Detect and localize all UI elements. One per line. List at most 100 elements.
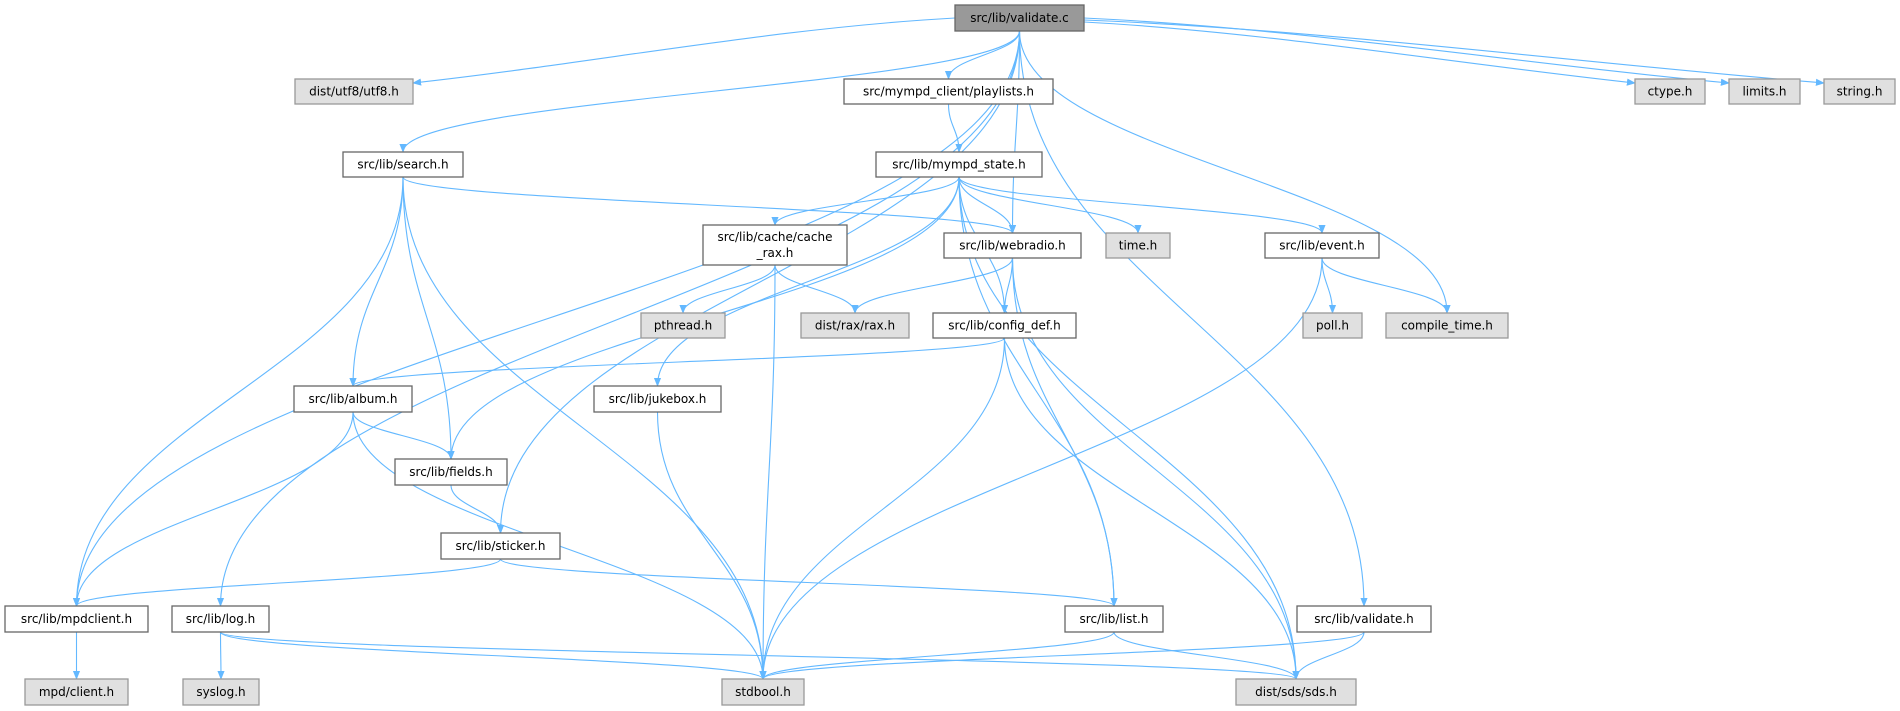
node-box xyxy=(1235,678,1357,706)
edge-search-to-fields xyxy=(402,176,455,460)
nodes-layer: src/lib/validate.c dist/utf8/utf8.h src/my… xyxy=(4,4,1896,706)
edge-validate-c-to-search xyxy=(399,30,1021,153)
edge-validate-c-to-limits xyxy=(1083,17,1730,86)
node-box xyxy=(342,151,464,178)
edge-log-to-stdbool xyxy=(219,631,767,680)
edge-mympd-state-to-event xyxy=(958,176,1326,234)
node-label: src/lib/event.h xyxy=(1279,239,1365,253)
edge-mympd-state-to-cache-rax xyxy=(771,176,960,226)
node-label: src/lib/fields.h xyxy=(409,465,492,479)
node-mpd-client: mpd/client.h xyxy=(24,678,129,706)
edge-validate-c-to-mpdclient xyxy=(72,30,1021,607)
edge-search-to-webradio xyxy=(402,176,1016,234)
edge-search-to-mpdclient xyxy=(72,176,404,607)
node-box xyxy=(1296,605,1432,633)
node-sticker[interactable]: src/lib/sticker.h xyxy=(440,532,561,560)
node-box xyxy=(293,385,413,413)
node-box xyxy=(1064,605,1164,633)
node-box xyxy=(954,4,1085,32)
node-box xyxy=(640,312,726,339)
node-validate-h[interactable]: src/lib/validate.h xyxy=(1296,605,1432,633)
edge-validate-c-to-playlists xyxy=(944,30,1021,80)
node-box xyxy=(182,678,260,706)
node-sds: dist/sds/sds.h xyxy=(1235,678,1357,706)
node-label: mpd/client.h xyxy=(39,685,114,699)
node-config-def[interactable]: src/lib/config_def.h xyxy=(932,312,1077,339)
node-box xyxy=(171,605,270,633)
node-log[interactable]: src/lib/log.h xyxy=(171,605,270,633)
node-label: src/lib/mpdclient.h xyxy=(21,612,132,626)
node-utf8: dist/utf8/utf8.h xyxy=(294,78,414,105)
edge-webradio-to-rax xyxy=(851,257,1014,314)
edge-validate-c-to-webradio xyxy=(1008,30,1021,234)
node-label: src/lib/search.h xyxy=(357,158,448,172)
edge-mympd-state-to-jukebox xyxy=(653,176,960,387)
edge-webradio-to-list xyxy=(1011,257,1118,607)
edge-mympd-state-to-sds xyxy=(958,176,1300,680)
node-box xyxy=(932,312,1077,339)
node-list[interactable]: src/lib/list.h xyxy=(1064,605,1164,633)
node-box xyxy=(294,78,414,105)
node-event[interactable]: src/lib/event.h xyxy=(1264,232,1380,259)
edge-event-to-stdbool xyxy=(759,257,1323,680)
node-label: src/lib/validate.c xyxy=(970,11,1068,25)
node-box xyxy=(1264,232,1380,259)
node-mympd-state[interactable]: src/lib/mympd_state.h xyxy=(875,151,1043,178)
node-label: time.h xyxy=(1119,239,1158,253)
edge-cache-rax-to-stdbool xyxy=(759,264,776,680)
node-label: src/lib/validate.h xyxy=(1314,612,1414,626)
node-album[interactable]: src/lib/album.h xyxy=(293,385,413,413)
node-label: src/lib/album.h xyxy=(309,392,398,406)
edge-config-def-to-album xyxy=(349,337,1006,387)
node-label: src/lib/cache/cache xyxy=(717,230,832,244)
edge-validate-c-to-validate-h xyxy=(1018,30,1368,607)
node-box xyxy=(1634,78,1706,105)
node-jukebox[interactable]: src/lib/jukebox.h xyxy=(593,385,722,413)
node-box xyxy=(440,532,561,560)
node-label: src/mympd_client/playlists.h xyxy=(863,85,1034,99)
edge-mympd-state-to-webradio xyxy=(958,176,1017,234)
node-box xyxy=(1728,78,1801,105)
edge-jukebox-to-stdbool xyxy=(656,411,767,680)
node-validate-c[interactable]: src/lib/validate.c xyxy=(954,4,1085,32)
node-compile-time: compile_time.h xyxy=(1385,312,1509,339)
edge-sticker-to-list xyxy=(499,558,1118,607)
node-label: string.h xyxy=(1837,85,1883,99)
edge-fields-to-sticker xyxy=(450,484,505,534)
node-label: src/lib/config_def.h xyxy=(948,319,1060,333)
node-pthread: pthread.h xyxy=(640,312,726,339)
node-label: compile_time.h xyxy=(1401,319,1493,333)
edge-list-to-sds xyxy=(1113,631,1300,680)
edge-album-to-mpdclient xyxy=(72,411,354,607)
node-search[interactable]: src/lib/search.h xyxy=(342,151,464,178)
edge-config-def-to-sds xyxy=(1003,337,1300,680)
edge-validate-c-to-compile-time xyxy=(1018,30,1451,314)
node-box xyxy=(4,605,149,633)
edge-search-to-album xyxy=(349,176,404,387)
node-mpdclient[interactable]: src/lib/mpdclient.h xyxy=(4,605,149,633)
node-poll: poll.h xyxy=(1302,312,1363,339)
node-fields[interactable]: src/lib/fields.h xyxy=(394,458,508,486)
node-label: limits.h xyxy=(1742,85,1786,99)
edge-list-to-stdbool xyxy=(759,631,1115,680)
node-box xyxy=(394,458,508,486)
edge-validate-c-to-ctype xyxy=(1083,21,1636,86)
node-label: src/lib/mympd_state.h xyxy=(892,158,1025,172)
node-syslog: syslog.h xyxy=(182,678,260,706)
node-label: src/lib/webradio.h xyxy=(959,239,1066,253)
node-box xyxy=(875,151,1043,178)
node-cache-rax[interactable]: src/lib/cache/cache_rax.h xyxy=(702,224,848,266)
node-label: ctype.h xyxy=(1648,85,1693,99)
edge-sticker-to-mpdclient xyxy=(73,558,502,607)
node-label: syslog.h xyxy=(196,685,245,699)
node-webradio[interactable]: src/lib/webradio.h xyxy=(943,232,1082,259)
node-ctype: ctype.h xyxy=(1634,78,1706,105)
edge-search-to-stdbool xyxy=(402,176,767,680)
edge-event-to-compile-time xyxy=(1321,257,1451,314)
node-box xyxy=(593,385,722,413)
node-playlists[interactable]: src/mympd_client/playlists.h xyxy=(843,78,1054,105)
edge-log-to-sds xyxy=(219,631,1300,680)
node-box xyxy=(1302,312,1363,339)
edge-config-def-to-stdbool xyxy=(759,337,1006,680)
edge-album-to-fields xyxy=(352,411,455,460)
